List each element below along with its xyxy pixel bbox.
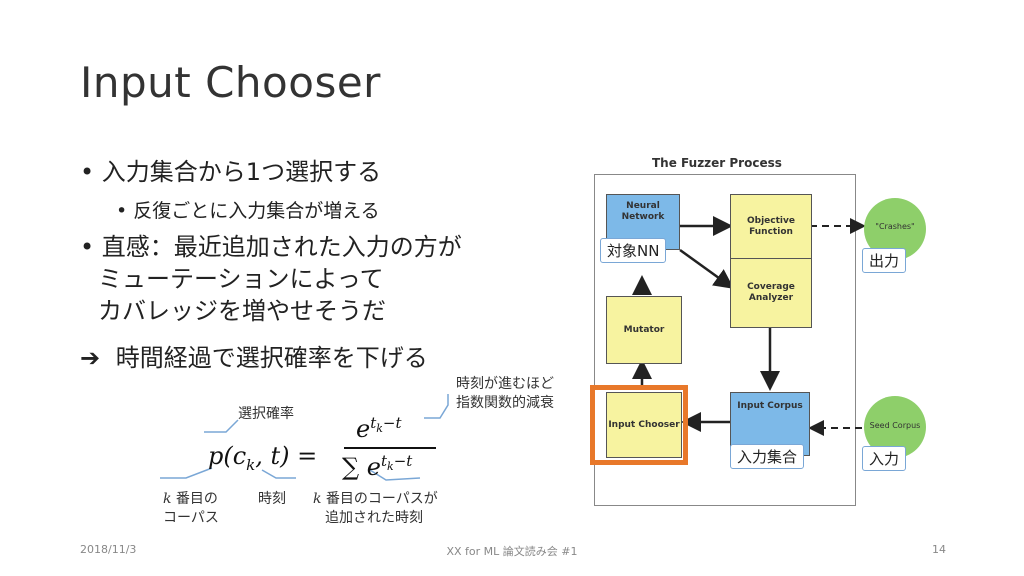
formula-numerator: etk−t <box>356 414 402 443</box>
objective-function-box: Objective Function <box>730 194 812 260</box>
footer-date: 2018/11/3 <box>80 543 137 556</box>
formula-lhs-sub: k <box>246 455 256 474</box>
formula-lhs-rest: , t) = <box>255 442 318 470</box>
bullet-1-sub-text: 反復ごとに入力集合が増える <box>133 200 380 222</box>
prob-pointer <box>204 419 239 433</box>
decay-line1: 時刻が進むほど <box>456 376 554 392</box>
arrow-right-icon: ➔ <box>80 344 101 372</box>
coverage-analyzer-box: Coverage Analyzer <box>730 258 812 328</box>
diagram-frame <box>594 174 856 506</box>
bullet-3: ➔ 時間経過で選択確率を下げる <box>80 338 428 373</box>
bullet-1-text: 入力集合から1つ選択する <box>101 158 382 186</box>
crashes-label: "Crashes" <box>875 222 915 231</box>
input-chooser-box: Input Chooser <box>606 392 682 458</box>
bullet-2: • 直感：最近追加された入力の方が ミューテーションによって カバレッジを増やせ… <box>80 231 462 327</box>
added-pointer <box>369 469 421 481</box>
decay-pointer <box>424 394 449 419</box>
formula-num-sup: t <box>370 414 377 432</box>
added-line2: 追加された時刻 <box>325 510 423 526</box>
input-chooser-highlight <box>590 385 688 465</box>
added-line1: 番目のコーパスが <box>321 491 438 507</box>
added-k: k <box>313 491 322 507</box>
callout-target-nn: 対象NN <box>600 238 667 263</box>
prob-annotation: 選択確率 <box>238 406 294 422</box>
bullet-1: • 入力集合から1つ選択する <box>80 152 381 187</box>
bullet-dot: • <box>80 233 102 261</box>
formula-den-base: e <box>366 453 381 481</box>
fraction-bar <box>344 447 436 449</box>
bullet-2-line2: ミューテーションによって <box>98 265 384 293</box>
diagram-title: The Fuzzer Process <box>652 156 782 170</box>
mutator-box: Mutator <box>606 296 682 364</box>
corpus-line1: 番目の <box>171 491 218 507</box>
callout-output: 出力 <box>862 248 907 273</box>
formula-num-sup-rest: −t <box>382 414 402 432</box>
formula-num-sup-sub: k <box>376 422 383 435</box>
time-annotation: 時刻 <box>258 491 286 507</box>
formula-lhs-text: p(c <box>208 442 247 470</box>
added-annotation: k 番目のコーパスが 追加された時刻 <box>313 490 438 528</box>
footer-page-number: 14 <box>932 543 946 556</box>
decay-line2: 指数関数的減衰 <box>456 395 554 411</box>
diagram-arrows <box>632 216 866 436</box>
bullet-2-line1: 直感：最近追加された入力の方が <box>101 233 462 261</box>
bullet-3-text: 時間経過で選択確率を下げる <box>115 344 428 372</box>
callout-input-set: 入力集合 <box>730 444 805 469</box>
slide-title: Input Chooser <box>80 58 381 107</box>
formula-den-sup-sub: k <box>387 460 394 473</box>
formula-sum-symbol: ∑ <box>342 453 360 481</box>
footer-event: XX for ML 論文読み会 #1 <box>446 545 578 558</box>
decay-annotation: 時刻が進むほど 指数関数的減衰 <box>456 375 554 413</box>
formula-den-sup-rest: −t <box>393 452 413 470</box>
corpus-line2: コーパス <box>163 510 219 526</box>
corpus-k: k <box>163 491 172 507</box>
corpus-annotation: k 番目の コーパス <box>163 490 219 528</box>
callout-input: 入力 <box>862 446 907 471</box>
bullet-1-sub: • 反復ごとに入力集合が増える <box>116 196 380 223</box>
formula-denominator: ∑ etk−t <box>342 452 412 481</box>
seed-corpus-label: Seed Corpus <box>869 421 921 430</box>
bullet-2-line3: カバレッジを増やせそうだ <box>98 297 386 325</box>
time-pointer <box>261 469 296 479</box>
formula-den-sup: t <box>380 452 388 470</box>
corpus-pointer <box>160 467 213 479</box>
formula-lhs: p(ck, t) = <box>208 442 317 474</box>
formula-num-base: e <box>356 415 371 443</box>
bullet-dot: • <box>116 200 134 222</box>
bullet-dot: • <box>80 158 102 186</box>
